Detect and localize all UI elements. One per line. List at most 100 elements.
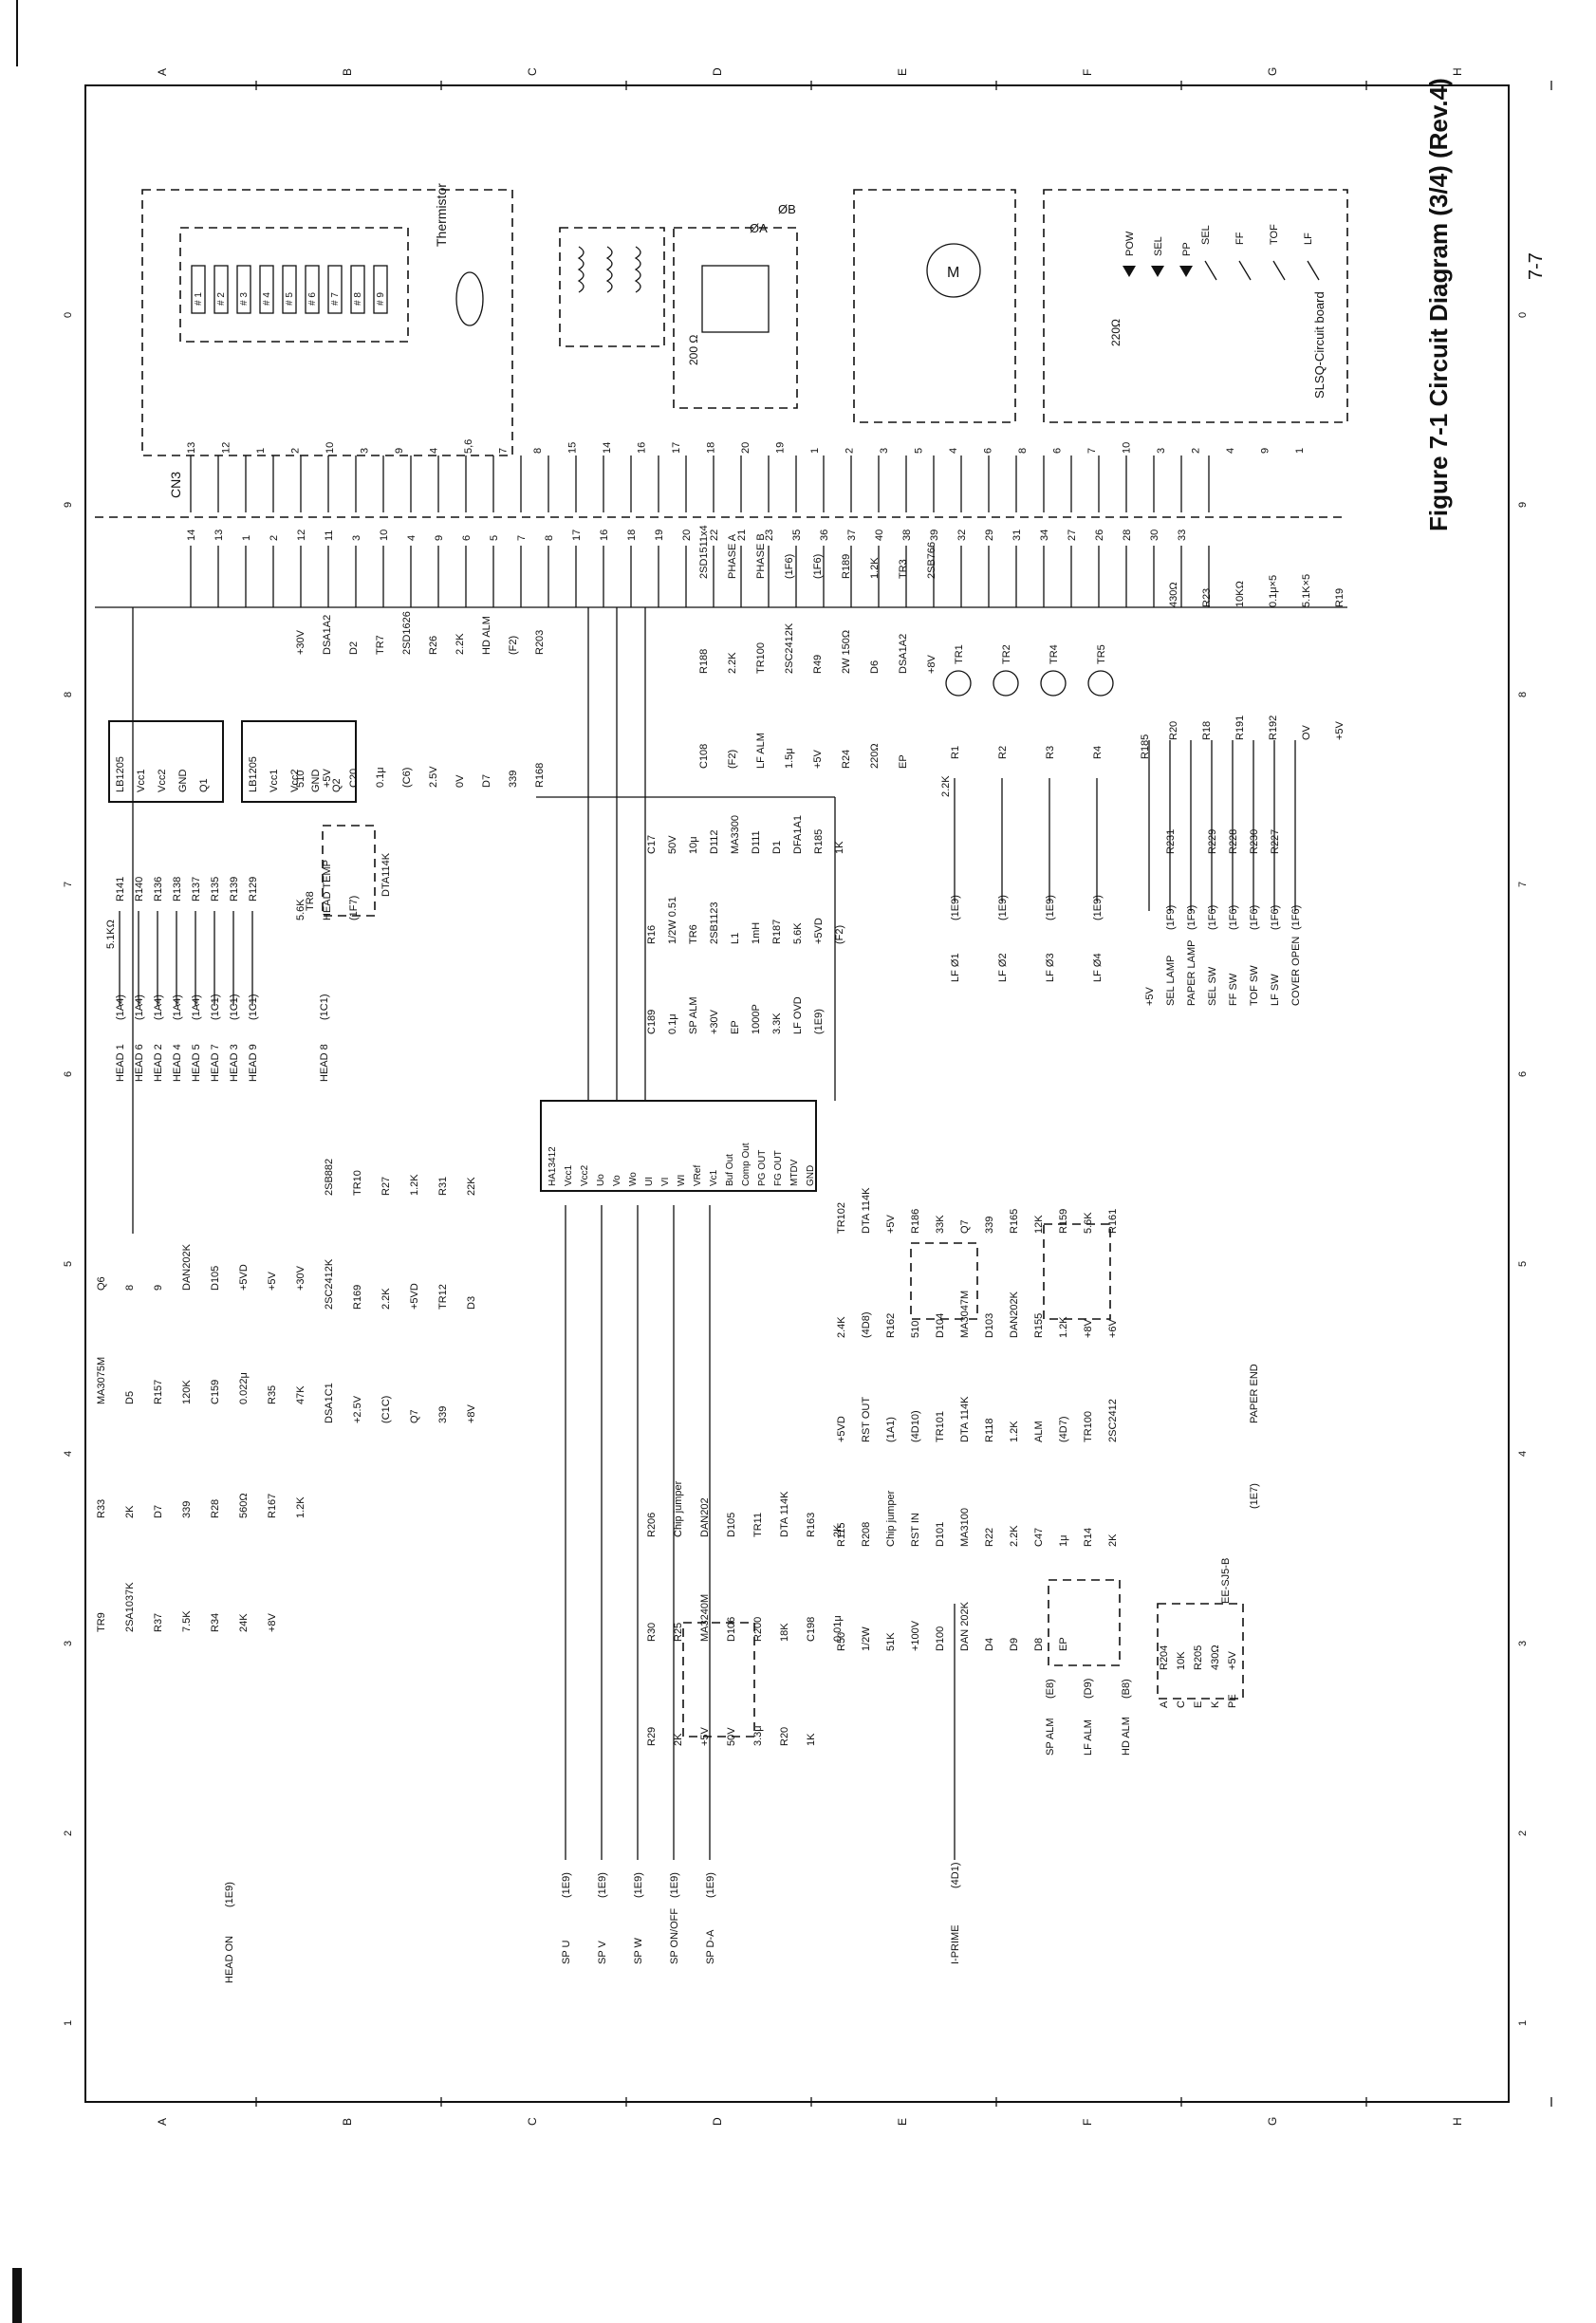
head-signal-ref: (1A4) [172,994,183,1020]
head-signal-resistor: R138 [172,877,183,901]
head-on-part-label: R157 [153,1380,164,1404]
head-on-part-label: 7.5K [181,1610,193,1632]
lf-resistor-value: 2.2K [940,775,952,797]
head-on-part-label: DAN202K [181,1243,193,1291]
lf-phase-name: LF Ø4 [1092,953,1104,982]
pin-number: 4 [429,448,440,454]
paper-end-sensor-box [1157,1603,1244,1700]
head-element-label: # 1 [194,292,204,306]
pin-number: 37 [846,530,858,541]
head-on-part-label: 1.2K [295,1496,306,1518]
lf-part-label: R189 [841,554,852,579]
driver-logic-part-label: TR10 [352,1170,363,1196]
spindle-part-label: 0.1μ [667,1013,678,1034]
sp-part-label: 2K [673,1733,684,1746]
sp-part-label: 2K [832,1524,844,1537]
reset-part-label: R115 [836,1523,847,1547]
lf-phase-name: LF Ø2 [997,953,1009,982]
lf-phase-ref: (1E9) [997,895,1009,920]
grid-letter-top: C [526,67,539,76]
pin-number: 34 [1039,530,1050,541]
switch-label: SEL [1200,225,1212,245]
paper-end-part-label: E [1193,1701,1204,1708]
grid-number-left: 9 [63,502,74,508]
pin-number: 20 [740,442,752,454]
led-label: POW [1124,231,1136,256]
pin-number: 26 [1094,530,1105,541]
head-element [327,265,343,314]
head-on-part-label: R35 [267,1385,278,1404]
alarm-ref: (D9) [1083,1679,1094,1699]
phase-sensor-box [673,227,798,409]
pin-number: 18 [706,442,717,454]
lf-resistor-label: R185 [1140,734,1151,759]
paper-end-part-label: 430Ω [1210,1645,1221,1670]
grid-number-left: 1 [63,2020,74,2026]
sp-input-ref: (1E9) [705,1872,716,1898]
head-signal-name: HEAD 7 [210,1044,221,1082]
head-signal-name: HEAD 6 [134,1044,145,1082]
spindle-part-label: R185 [813,829,825,854]
panel-signal-ref: (1F9) [1186,905,1197,930]
lf-part-label: R49 [812,655,824,674]
spindle-part-label: 1K [834,841,845,854]
figure-caption: Figure 7-1 Circuit Diagram (3/4) (Rev.4) [1424,78,1453,531]
ic-pin-label: Q2 [331,778,343,792]
grid-letter-top: D [711,67,724,76]
pin-number: 3 [879,448,890,454]
panel-signal-name: FF SW [1228,973,1239,1006]
driver-logic-part-label: 2SB882 [324,1159,335,1196]
reset-part-label: Chip jumper [885,1490,897,1547]
head-signal-name: HEAD 5 [191,1044,202,1082]
sp-part-label: DTA 114K [779,1491,790,1537]
reset-part-label: R50 [836,1632,847,1651]
head-element-label: # 3 [239,292,250,306]
driver-logic-part-label: 22K [466,1177,477,1196]
reset-part-label: C47 [1033,1528,1045,1547]
sp-part-label: R20 [779,1727,790,1746]
grid-number-left: 5 [63,1261,74,1267]
pin-number: 8 [1017,448,1029,454]
spindle-part-label: MA3300 [730,815,741,854]
slsq-resistor-label: 220Ω [1109,319,1123,346]
driver-logic-part-label: 339 [437,1406,449,1423]
paper-end-part-label: A [1159,1700,1170,1708]
spindle-part-label: 1mH [751,922,762,944]
spindle-part-label: (1E9) [813,1009,825,1034]
pin-number: 3 [351,535,362,541]
sp-input-name: SP W [633,1937,644,1964]
spindle-part-label: SP ALM [688,996,699,1034]
head8-ref: (1C1) [319,994,330,1020]
head-on-label: HEAD ON [224,1936,235,1983]
head-signal-ref: (1C1) [248,994,259,1020]
pin-number: 5,6 [463,439,474,454]
spindle-part-label: D112 [709,830,720,854]
grid-number-right: 2 [1517,1831,1529,1836]
driver-logic-part-label: 2.2K [380,1288,392,1310]
pin-number: 19 [775,442,787,454]
reset-part-label: (1A1) [885,1417,897,1442]
pin-number: 29 [984,530,995,541]
panel-signal-name: COVER OPEN [1290,937,1302,1006]
diagram-frame [84,84,1510,2103]
grid-letter-bottom: G [1266,2117,1279,2126]
lf-part-label: +5V [812,749,824,769]
spindle-ic-label: FG OUT [773,1150,784,1186]
reset-part-label: 1.2K [1058,1316,1069,1338]
driver-logic-part-label: R31 [437,1177,449,1196]
pin-number: 17 [571,530,583,541]
sp-part-label: TR11 [752,1513,764,1537]
panel-part-label: R18 [1201,721,1213,740]
reset-part-label: 5.6K [1083,1212,1094,1234]
grid-letter-bottom: H [1451,2117,1464,2126]
reset-part-label: D9 [1009,1638,1020,1651]
grid-number-left: 3 [63,1641,74,1646]
lf-part-label: (1F6) [784,554,795,579]
